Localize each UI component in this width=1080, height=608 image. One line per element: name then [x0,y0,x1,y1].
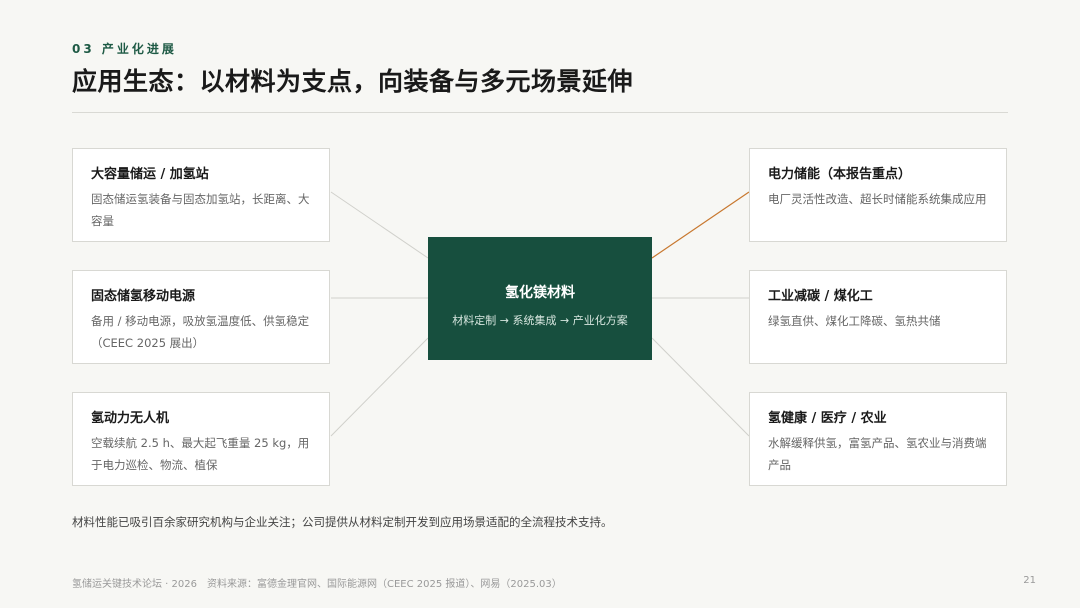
card-desc: 水解缓释供氢，富氢产品、氢农业与消费端产品 [768,436,987,472]
card-desc: 绿氢直供、煤化工降碳、氢热共储 [768,314,941,328]
card-hydrogen-health: 氢健康 / 医疗 / 农业 水解缓释供氢，富氢产品、氢农业与消费端产品 [749,392,1007,486]
page-number: 21 [1023,575,1036,586]
connector-right-1 [651,191,750,259]
section-label: 03 产业化进展 [72,42,177,56]
card-desc: 电厂灵活性改造、超长时储能系统集成应用 [768,192,987,206]
connector-right-3 [651,337,750,437]
connector-left-1 [330,191,429,259]
center-subtitle: 材料定制 → 系统集成 → 产业化方案 [452,314,628,327]
card-mobile-power: 固态储氢移动电源 备用 / 移动电源，吸放氢温度低、供氢稳定（CEEC 2025… [72,270,330,364]
card-industrial-decarbon: 工业减碳 / 煤化工 绿氢直供、煤化工降碳、氢热共储 [749,270,1007,364]
card-title: 工业减碳 / 煤化工 [768,289,873,304]
card-title: 氢健康 / 医疗 / 农业 [768,411,887,426]
center-title: 氢化镁材料 [505,285,575,301]
card-bulk-transport: 大容量储运 / 加氢站 固态储运氢装备与固态加氢站，长距离、大容量 [72,148,330,242]
card-title: 电力储能（本报告重点） [768,167,912,182]
card-title: 固态储氢移动电源 [91,289,196,304]
card-title: 氢动力无人机 [91,411,170,426]
summary-text: 材料性能已吸引百余家研究机构与企业关注；公司提供从材料定制开发到应用场景适配的全… [72,515,613,529]
card-desc: 备用 / 移动电源，吸放氢温度低、供氢稳定（CEEC 2025 展出） [91,314,310,350]
center-node: 氢化镁材料 材料定制 → 系统集成 → 产业化方案 [428,237,652,360]
title-divider [72,112,1008,113]
footer-source: 氢储运关键技术论坛 · 2026 资料来源：富德金理官网、国际能源网（CEEC … [72,579,562,590]
connector-left-3 [330,337,429,437]
card-drone: 氢动力无人机 空载续航 2.5 h、最大起飞重量 25 kg，用于电力巡检、物流… [72,392,330,486]
page-title: 应用生态：以材料为支点，向装备与多元场景延伸 [72,67,634,96]
card-title: 大容量储运 / 加氢站 [91,167,209,182]
card-desc: 空载续航 2.5 h、最大起飞重量 25 kg，用于电力巡检、物流、植保 [91,436,310,472]
card-energy-storage: 电力储能（本报告重点） 电厂灵活性改造、超长时储能系统集成应用 [749,148,1007,242]
card-desc: 固态储运氢装备与固态加氢站，长距离、大容量 [91,192,310,228]
